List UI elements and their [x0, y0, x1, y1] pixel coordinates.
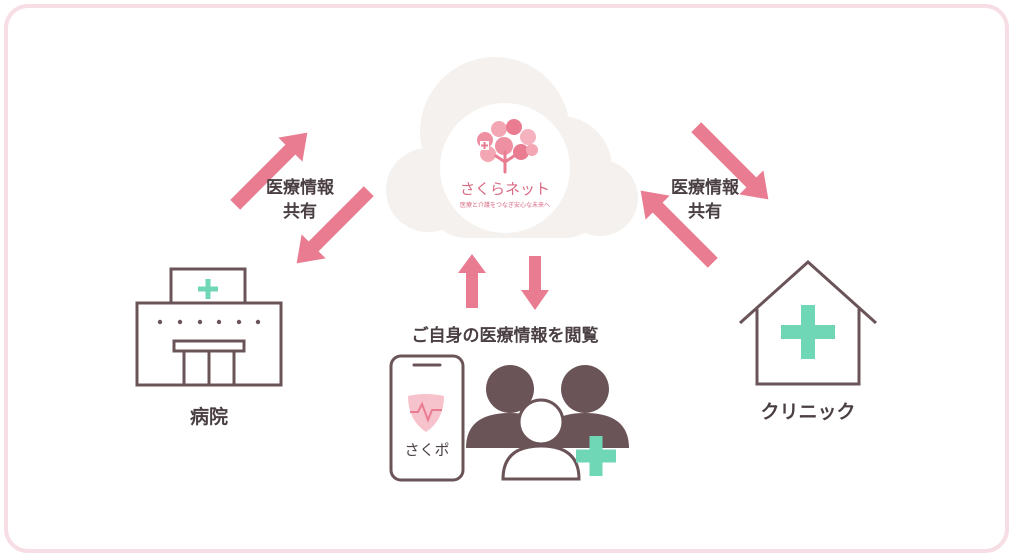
medical-plus-icon — [576, 436, 616, 476]
arrow-down-to-user — [521, 256, 549, 310]
right-flow-label-1: 医療情報 — [671, 177, 740, 198]
app-shield-icon — [408, 394, 444, 432]
cloud-service-name: さくらネット — [460, 180, 550, 198]
hospital-windows — [157, 319, 261, 325]
right-flow-label-2: 共有 — [688, 201, 722, 222]
sakura-tree-logo — [477, 119, 538, 174]
left-flow-label-1: 医療情報 — [266, 177, 335, 198]
patient-person-icon — [501, 398, 581, 481]
arrow-to-clinic — [691, 122, 769, 200]
left-arrows — [230, 132, 374, 264]
cloud-tagline: 医療と介護をつなぎ安心な未来へ — [460, 201, 550, 209]
app-label: さくポ — [404, 441, 449, 459]
arrow-to-cloud-left — [230, 132, 308, 210]
left-flow-label-2: 共有 — [283, 201, 317, 222]
clinic-house-icon — [738, 259, 878, 386]
clinic-cross-icon — [781, 305, 835, 359]
center-flow-label: ご自身の医療情報を閲覧 — [412, 325, 599, 346]
right-arrows — [640, 122, 769, 268]
hospital-cross-icon — [198, 279, 218, 299]
arrow-to-cloud-right — [640, 190, 718, 268]
arrow-to-hospital — [296, 186, 374, 264]
hospital-icon — [135, 267, 283, 387]
center-arrows — [458, 254, 549, 310]
clinic-label: クリニック — [760, 401, 855, 423]
arrow-up-to-cloud — [458, 254, 486, 308]
hospital-label: 病院 — [190, 405, 228, 428]
